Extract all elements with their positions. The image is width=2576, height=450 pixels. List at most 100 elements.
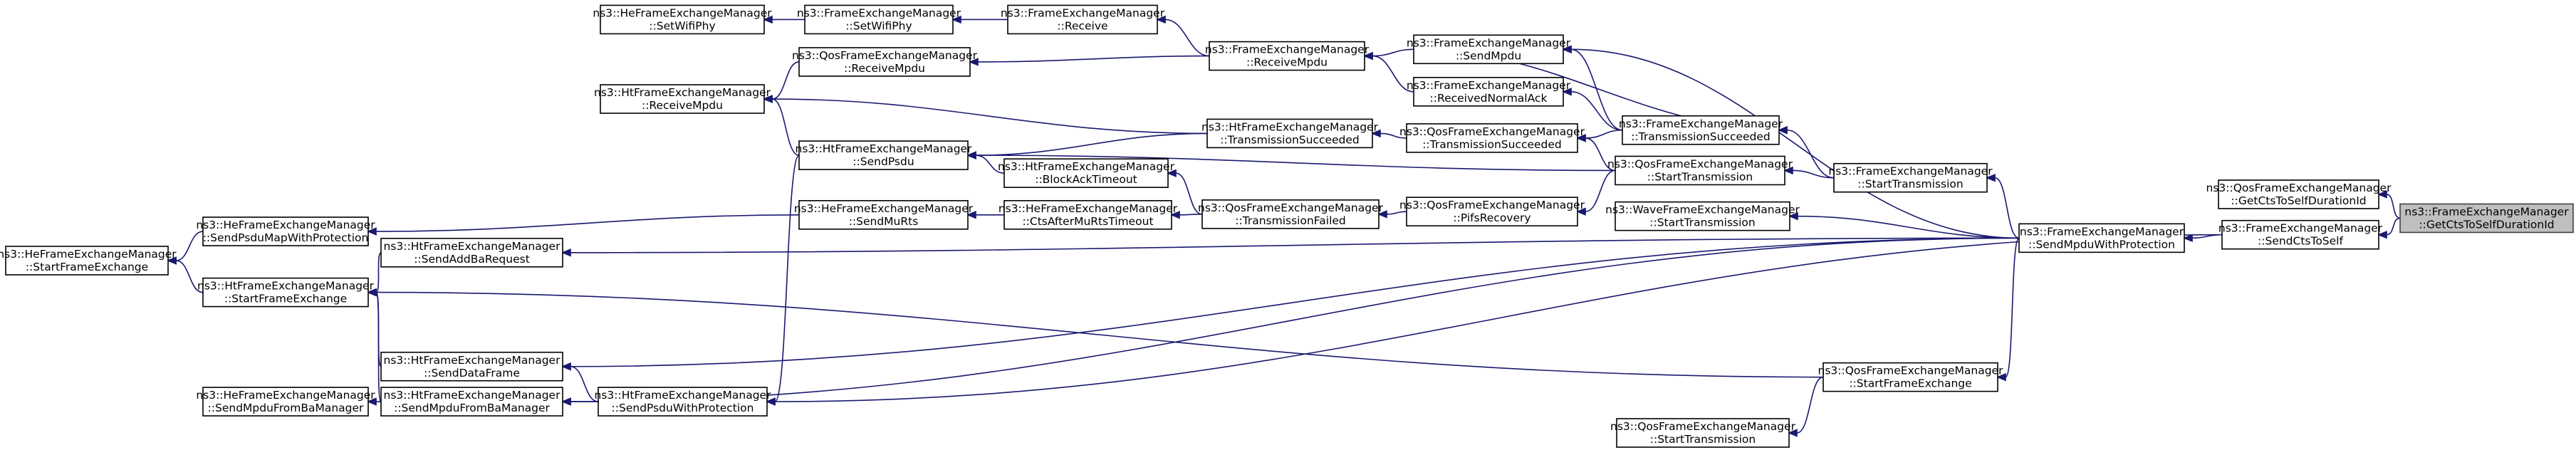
node-starttx[interactable]: ns3::FrameExchangeManager::StartTransmis… [1828, 162, 1993, 193]
node-label-line2: ::TransmissionSucceeded [1631, 130, 1771, 143]
node-htsendpsdu[interactable]: ns3::HtFrameExchangeManager::SendPsdu [796, 140, 973, 170]
node-setwifiphy[interactable]: ns3::FrameExchangeManager::SetWifiPhy [797, 4, 961, 35]
node-label-line1: ns3::QosFrameExchangeManager [1607, 157, 1793, 170]
edge-htsendpsdu-to-htrecvmpdu [762, 95, 800, 156]
edge-sendmpduwp-to-qosstartfe [1996, 237, 2020, 382]
node-hesendmurts[interactable]: ns3::HeFrameExchangeManager::SendMuRts [794, 199, 974, 230]
node-label-line1: ns3::FrameExchangeManager [2404, 205, 2569, 218]
node-blockack[interactable]: ns3::HtFrameExchangeManager::BlockAckTim… [998, 158, 1175, 188]
node-hesendpsdumap[interactable]: ns3::HeFrameExchangeManager::SendPsduMap… [196, 216, 375, 246]
node-label-line2: ::SendMpduWithProtection [2028, 238, 2175, 251]
node-label-line2: ::PifsRecovery [1453, 211, 1531, 224]
edge-qosstartfe-to-qosstarttx2 [1787, 376, 1824, 437]
node-box [598, 387, 768, 417]
edge-hesendmurts-to-hesendpsdumap [366, 214, 800, 236]
node-label-line2: ::GetCtsToSelfDurationId [2419, 218, 2554, 231]
node-label-line2: ::CtsAfterMuRtsTimeout [1022, 215, 1153, 228]
node-wavestarttx[interactable]: ns3::WaveFrameExchangeManager::StartTran… [1605, 201, 1800, 231]
edge-qosstarttx-to-pifs [1575, 169, 1616, 216]
node-qostxfail[interactable]: ns3::QosFrameExchangeManager::Transmissi… [1198, 199, 1384, 229]
node-qosstarttx[interactable]: ns3::QosFrameExchangeManager::StartTrans… [1607, 155, 1793, 186]
node-label-line2: ::TransmissionSucceeded [1422, 138, 1562, 151]
node-label-line2: ::TransmissionSucceeded [1220, 133, 1360, 146]
node-recvmpdu[interactable]: ns3::FrameExchangeManager::ReceiveMpdu [1205, 41, 1370, 71]
edge-txsucc-to-qostxsucc [1575, 129, 1623, 142]
node-sendmpdu[interactable]: ns3::FrameExchangeManager::SendMpdu [1407, 34, 1571, 65]
node-htsenddata[interactable]: ns3::HtFrameExchangeManager::SendDataFra… [380, 351, 563, 382]
node-label-line2: ::SendAddBaRequest [414, 253, 530, 266]
node-htrecvmpdu[interactable]: ns3::HtFrameExchangeManager::ReceiveMpdu [594, 84, 771, 114]
edge-blockack-to-htsendpsdu [966, 151, 1005, 174]
node-label-line2: ::GetCtsToSelfDurationId [2231, 194, 2366, 207]
node-qosgetcts[interactable]: ns3::QosFrameExchangeManager::GetCtsToSe… [2206, 179, 2392, 209]
node-label-line2: ::SendDataFrame [424, 367, 520, 380]
node-box [380, 351, 563, 382]
node-ctsafter[interactable]: ns3::HeFrameExchangeManager::CtsAfterMuR… [998, 199, 1178, 230]
node-label-line1: ns3::HeFrameExchangeManager [794, 202, 974, 215]
node-qostxsucc[interactable]: ns3::QosFrameExchangeManager::Transmissi… [1399, 123, 1585, 153]
edge-httxsucc-to-htsendpsdu [966, 132, 1208, 159]
node-label-line2: ::StartTransmission [1650, 433, 1756, 446]
node-label-line1: ns3::HtFrameExchangeManager [197, 280, 375, 293]
node-box [1413, 77, 1564, 107]
node-label-line1: ns3::FrameExchangeManager [1828, 165, 1993, 178]
edge-qosstartfe-to-htstartfe [366, 288, 1824, 378]
edge-qostxfail-to-ctsafter [1169, 211, 1203, 219]
node-label-line2: ::TransmissionFailed [1235, 214, 1346, 227]
edge-sendmpduwp-to-sendmpdu [1561, 45, 2020, 239]
node-label-line1: ns3::HeFrameExchangeManager [998, 202, 1178, 215]
node-qosstarttx2[interactable]: ns3::QosFrameExchangeManager::StartTrans… [1610, 418, 1796, 448]
node-box [2018, 223, 2185, 253]
node-htsendaddba[interactable]: ns3::HtFrameExchangeManager::SendAddBaRe… [380, 237, 563, 268]
node-box [1616, 418, 1790, 448]
node-box [380, 387, 563, 417]
node-box [1406, 123, 1578, 153]
node-box [1406, 197, 1578, 226]
node-label-line1: ns3::HtFrameExchangeManager [1201, 120, 1379, 133]
node-txsucc[interactable]: ns3::FrameExchangeManager::TransmissionS… [1619, 115, 1783, 145]
node-label-line2: ::SendPsduMapWithProtection [203, 231, 369, 244]
node-label-line1: ns3::HtFrameExchangeManager [594, 86, 771, 99]
node-qosstartfe[interactable]: ns3::QosFrameExchangeManager::StartFrame… [1818, 362, 2004, 392]
node-label-line1: ns3::FrameExchangeManager [1205, 43, 1370, 56]
node-label-line2: ::ReceiveMpdu [642, 99, 723, 112]
edge-httxsucc-to-htrecvmpdu [762, 95, 1208, 135]
edge-recvmpdu-to-receive [1155, 15, 1210, 57]
node-label-line1: ns3::QosFrameExchangeManager [1610, 420, 1796, 433]
node-box [798, 47, 971, 77]
edge-htstartfe-to-hestartfe [166, 256, 204, 293]
node-htstartfe[interactable]: ns3::HtFrameExchangeManager::StartFrameE… [197, 277, 375, 308]
node-sendmpduwp[interactable]: ns3::FrameExchangeManager::SendMpduWithP… [2018, 223, 2185, 253]
node-label-line1: ns3::HtFrameExchangeManager [384, 240, 561, 253]
node-hesetwifiphy[interactable]: ns3::HeFrameExchangeManager::SetWifiPhy [593, 4, 772, 35]
node-recvnormalack[interactable]: ns3::FrameExchangeManager::ReceivedNorma… [1407, 77, 1571, 107]
node-qosrecvmpdu[interactable]: ns3::QosFrameExchangeManager::ReceiveMpd… [792, 47, 978, 77]
edge-starttx-to-qosstarttx [1783, 166, 1835, 179]
edge-pifs-to-qostxfail [1377, 210, 1407, 219]
edge-sendmpduwp-to-starttx [1985, 174, 2020, 239]
node-label-line2: ::StartFrameExchange [224, 293, 347, 305]
node-label-line1: ns3::QosFrameExchangeManager [1399, 125, 1585, 138]
node-box [5, 246, 169, 276]
node-label-line2: ::SendMpdu [1456, 49, 1521, 62]
node-pifs[interactable]: ns3::QosFrameExchangeManager::PifsRecove… [1399, 197, 1585, 226]
node-label-line2: ::ReceiveMpdu [1246, 56, 1328, 69]
node-htsendmpdufromba[interactable]: ns3::HtFrameExchangeManager::SendMpduFro… [380, 387, 563, 417]
node-sendcts[interactable]: ns3::FrameExchangeManager::SendCtsToSelf [2218, 219, 2383, 250]
node-label-line1: ns3::FrameExchangeManager [1001, 6, 1165, 19]
node-hestartfe[interactable]: ns3::HeFrameExchangeManager::StartFrameE… [0, 246, 177, 276]
edge-ctsafter-to-hesendmurts [966, 211, 1004, 219]
node-box [804, 4, 954, 35]
node-box [1201, 199, 1380, 229]
node-hesendmpdufromba[interactable]: ns3::HeFrameExchangeManager::SendMpduFro… [196, 387, 375, 417]
node-receive[interactable]: ns3::FrameExchangeManager::Receive [1001, 4, 1165, 35]
node-httxsucc[interactable]: ns3::HtFrameExchangeManager::Transmissio… [1201, 118, 1379, 149]
node-label-line1: ns3::HtFrameExchangeManager [384, 354, 561, 367]
node-htsendpsduwp[interactable]: ns3::HtFrameExchangeManager::SendPsduWit… [595, 387, 772, 417]
node-label-line2: ::SendMpduFromBaManager [208, 402, 364, 414]
node-box [600, 4, 765, 35]
node-label-line2: ::Receive [1057, 19, 1107, 32]
node-label-line1: ns3::FrameExchangeManager [2218, 222, 2383, 235]
node-label-line2: ::SetWifiPhy [649, 19, 715, 32]
edge-qostxfail-to-blockack [1166, 169, 1203, 215]
